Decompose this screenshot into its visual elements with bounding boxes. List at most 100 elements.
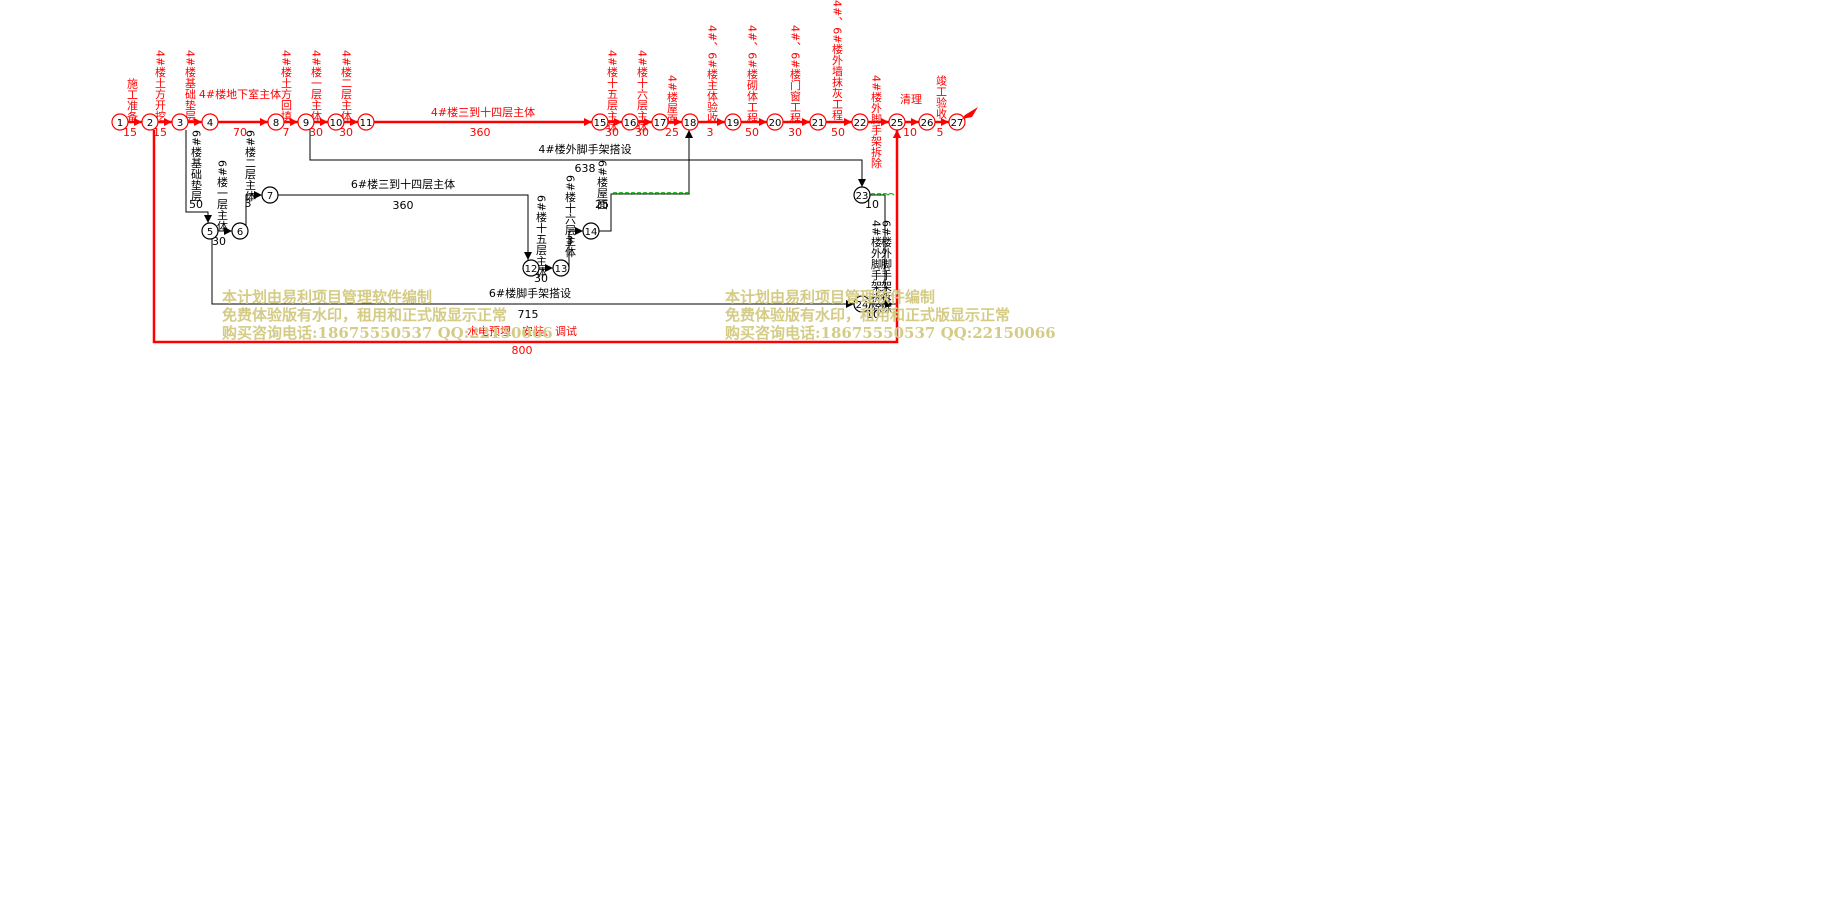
activity-name-14-18: 6#楼屋面 [596,160,609,209]
node-number: 5 [207,227,213,238]
activity-duration-25-26: 10 [903,126,917,139]
node-10[interactable]: 10 [327,113,345,131]
node-18[interactable]: 18 [681,113,699,131]
node-5[interactable]: 5 [201,222,219,240]
node-25[interactable]: 25 [888,113,906,131]
node-7[interactable]: 7 [261,186,279,204]
node-number: 24 [856,300,869,311]
activity-arrow-3-5[interactable] [185,130,212,223]
node-12[interactable]: 12 [522,259,540,277]
activity-name-25-26: 清理 [900,93,922,106]
node-number: 11 [360,118,373,129]
activity-name-20-21: 4#、6#楼门窗工程 [789,25,802,124]
node-8[interactable]: 8 [267,113,285,131]
activity-arrow-6-7[interactable] [245,191,262,225]
activity-duration-2-3: 15 [153,126,167,139]
node-26[interactable]: 26 [918,113,936,131]
activity-duration-24-25: 10 [866,308,880,321]
node-number: 3 [177,118,183,129]
node-14[interactable]: 14 [582,222,600,240]
node-11[interactable]: 11 [357,113,375,131]
activity-duration-17-18: 25 [665,126,679,139]
node-number: 23 [856,191,869,202]
watermark-left: 本计划由易利项目管理软件编制 免费体验版有水印，租用和正式版显示正常 购买咨询电… [222,288,553,342]
activity-arrow-14-18[interactable] [599,130,693,232]
activity-duration-11-15: 360 [470,126,491,139]
node-17[interactable]: 17 [651,113,669,131]
node-24[interactable]: 24 [853,295,871,313]
node-3[interactable]: 3 [171,113,189,131]
node-27[interactable]: 27 [948,113,966,131]
watermark-right: 本计划由易利项目管理软件编制 免费体验版有水印，租用和正式版显示正常 购买咨询电… [725,288,1056,342]
activity-duration-3-5: 50 [189,198,203,211]
node-9[interactable]: 9 [297,113,315,131]
float-line-23-25 [869,193,895,196]
node-1[interactable]: 1 [111,113,129,131]
activity-arrow-2-25[interactable] [152,130,901,344]
float-line-14-18 [611,192,691,195]
node-number: 14 [585,227,598,238]
node-number: 21 [812,118,825,129]
node-20[interactable]: 20 [766,113,784,131]
activity-name-3-5: 6#楼基础垫层 [190,130,203,202]
activity-name-21-22: 4#、6#楼外墙抹灰工程 [831,0,844,121]
node-number: 7 [267,191,273,202]
watermark-line3: 购买咨询电话:18675550537 QQ:22150066 [222,324,553,342]
activity-duration-13-14: 3 [567,234,574,247]
node-22[interactable]: 22 [851,113,869,131]
activity-name-2-25: 水电预埋、安装、调试 [467,324,577,338]
node-number: 25 [891,118,904,129]
node-4[interactable]: 4 [201,113,219,131]
activity-duration-4-8: 70 [233,126,247,139]
finish-flag-icon [962,107,978,119]
node-number: 27 [951,118,964,129]
activity-name-11-15: 4#楼三到十四层主体 [431,105,535,119]
activity-arrow-7-12[interactable] [278,194,532,260]
node-number: 20 [769,118,782,129]
node-13[interactable]: 13 [552,259,570,277]
activity-duration-21-22: 50 [831,126,845,139]
activity-duration-1-2: 15 [123,126,137,139]
node-16[interactable]: 16 [621,113,639,131]
node-15[interactable]: 15 [591,113,609,131]
node-2[interactable]: 2 [141,113,159,131]
activity-name-13-14: 6#楼十六层主体 [564,175,577,257]
node-number: 4 [207,118,213,129]
node-number: 12 [525,264,538,275]
node-number: 17 [654,118,667,129]
activity-duration-5-24: 715 [518,308,539,321]
activity-name-8-9: 4#楼土方回填 [280,50,293,122]
node-number: 6 [237,227,243,238]
activity-duration-9-10: 30 [309,126,323,139]
activity-arrow-5-24[interactable] [211,239,854,308]
activity-duration-14-18: 25 [595,198,609,211]
activity-name-3-4: 4#楼基础垫层 [184,50,197,122]
node-19[interactable]: 19 [724,113,742,131]
activity-name-2-3: 4#楼土方开挖 [154,50,167,121]
node-number: 10 [330,118,343,129]
node-23[interactable]: 23 [853,186,871,204]
node-6[interactable]: 6 [231,222,249,240]
activity-name-15-16: 4#楼十五层主体 [606,50,619,132]
node-number: 15 [594,118,607,129]
activity-name-6-7: 6#楼二层主体 [244,130,257,201]
activity-duration-5-6: 30 [212,235,226,248]
activity-arrow-9-23[interactable] [309,129,866,187]
activity-duration-18-19: 3 [707,126,714,139]
watermark-line1: 本计划由易利项目管理软件编制 [222,288,433,306]
activity-duration-8-9: 7 [283,126,290,139]
activity-arrow-13-14[interactable] [568,227,583,268]
watermark-line2: 免费体验版有水印，租用和正式版显示正常 [222,306,508,324]
node-number: 22 [854,118,867,129]
activity-name-17-18: 4#楼屋面 [666,75,679,124]
activity-duration-9-23: 638 [575,162,596,175]
watermark-line1: 本计划由易利项目管理软件编制 [725,288,936,306]
activity-name-9-10: 4#楼一层主体 [310,50,323,121]
activity-duration-19-20: 50 [745,126,759,139]
activity-duration-20-21: 30 [788,126,802,139]
activity-duration-16-17: 30 [635,126,649,139]
watermark-line2: 免费体验版有水印，租用和正式版显示正常 [725,306,1011,324]
node-21[interactable]: 21 [809,113,827,131]
activity-duration-2-25: 800 [512,344,533,357]
